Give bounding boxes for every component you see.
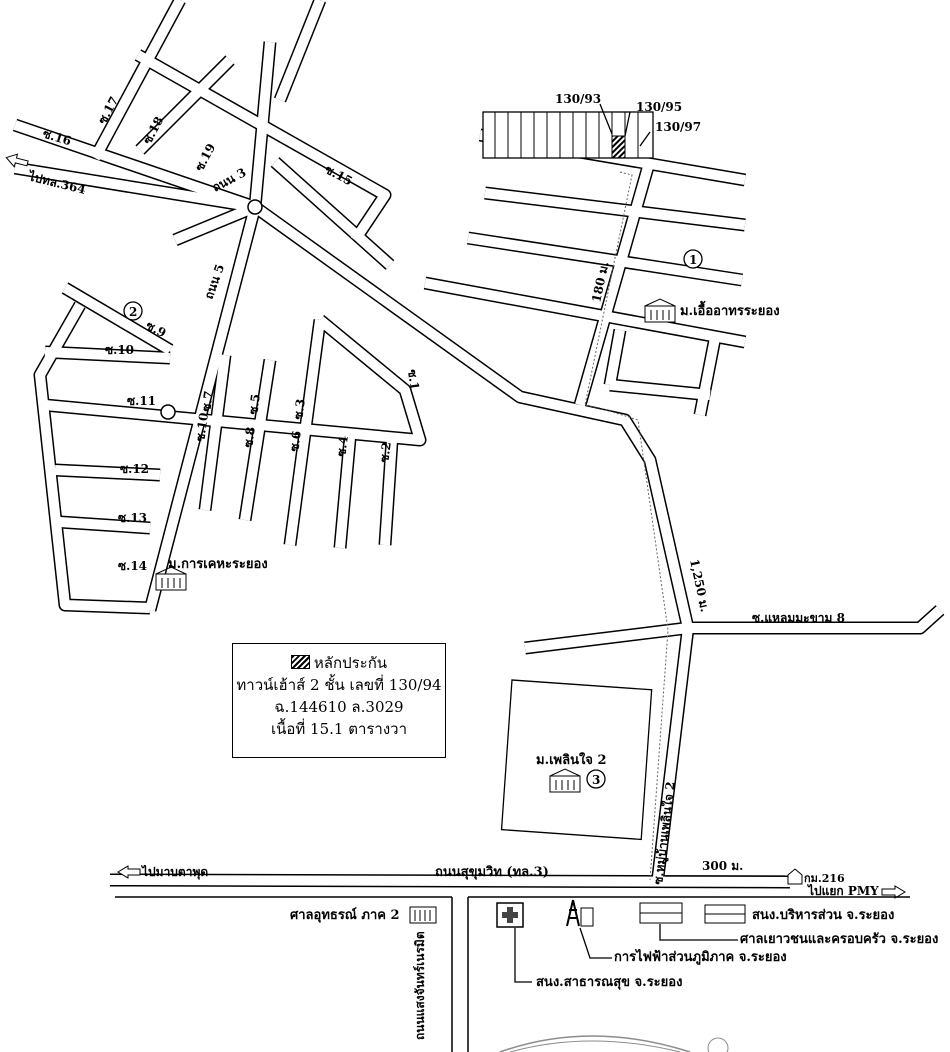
- marker-3: 3: [586, 769, 606, 789]
- label-soi8: ซ.8: [241, 426, 258, 448]
- label-soi13: ซ.13: [118, 511, 147, 525]
- label-soi10b: ซ.10: [193, 412, 211, 443]
- hospital-cross-icon: [496, 902, 524, 928]
- label-laem-makham: ซ.แหลมมะขาม 8: [752, 611, 845, 625]
- legend-line1: ทาวน์เฮ้าส์ 2 ชั้น เลขที่ 130/94: [236, 676, 442, 694]
- place-juvenile-court: ศาลเยาวชนและครอบครัว จ.ระยอง: [740, 932, 938, 947]
- label-soi4: ซ.4: [334, 435, 351, 457]
- parcel-label-130-95: 130/95: [636, 100, 682, 114]
- label-soi1: ซ.1: [405, 368, 422, 390]
- route-line: [584, 171, 669, 881]
- km-marker-icon: [787, 868, 803, 885]
- place-kehakarn: ม.การเคหะระยอง: [168, 557, 268, 572]
- building-icon: [549, 768, 581, 793]
- svg-text:3: 3: [592, 773, 600, 787]
- label-soi11: ซ.11: [127, 394, 156, 408]
- legend-line3: เนื้อที่ 15.1 ตารางวา: [270, 720, 408, 738]
- label-soi12: ซ.12: [120, 462, 149, 476]
- place-court2: ศาลอุทธรณ์ ภาค 2: [290, 907, 400, 923]
- label-soi2: ซ.2: [377, 441, 394, 463]
- building-icon: [409, 906, 437, 924]
- label-soi7: ซ.7: [199, 390, 216, 412]
- svg-text:1: 1: [689, 253, 697, 267]
- building-icon: [155, 566, 187, 591]
- label-village-road: ซ.หมู่บ้านเพลินใจ 2: [650, 781, 679, 886]
- arrow-right-icon: [881, 885, 906, 899]
- building-icon: [639, 902, 683, 924]
- parcel-label-130-97: 130/97: [655, 120, 701, 134]
- collateral-unit: [611, 135, 626, 159]
- place-health-office: สนง.สาธารณสุข จ.ระยอง: [536, 975, 682, 990]
- plot-ploenjai: [500, 679, 653, 841]
- legend-line2: ฉ.144610 ล.3029: [274, 698, 404, 716]
- place-ploenjai: ม.เพลินใจ 2: [536, 751, 607, 768]
- label-soi6: ซ.6: [287, 430, 304, 452]
- legend-box: หลักประกัน ทาวน์เฮ้าส์ 2 ชั้น เลขที่ 130…: [232, 643, 446, 758]
- label-soi10: ซ.10: [105, 343, 134, 357]
- place-euaarthorn: ม.เอื้ออาทรระยอง: [680, 300, 780, 319]
- label-sukhumvit: ถนนสุขุมวิท (ทล.3): [435, 865, 549, 880]
- arrow-left-icon: [117, 865, 141, 879]
- label-soi14: ซ.14: [118, 559, 147, 573]
- stamp-seal: [499, 1035, 691, 1052]
- label-soi19: ซ.19: [192, 141, 218, 173]
- hatch-swatch-icon: [290, 655, 310, 669]
- label-soi3: ซ.3: [291, 398, 308, 420]
- label-thanon3: ถนน 3: [210, 165, 249, 194]
- building-icon: [704, 904, 746, 924]
- label-soi5: ซ.5: [246, 393, 263, 415]
- label-chan-road: ถนนแสงจันทร์เนรมิต: [413, 931, 427, 1040]
- parcel-label-130-93: 130/93: [555, 92, 601, 106]
- distance-300m: 300 ม.: [702, 859, 743, 873]
- distance-1250m: 1,250 ม.: [687, 558, 712, 614]
- label-km216: กม.216: [804, 872, 845, 885]
- label-to-mabtaphut: ไปมาบตาพุด: [140, 864, 208, 880]
- power-tower-icon: [566, 899, 594, 927]
- label-to-pmy: ไปแยก PMY: [806, 883, 879, 898]
- building-icon: [644, 298, 676, 323]
- road-network: [12, 0, 945, 889]
- place-provincial-office: สนง.บริหารส่วน จ.ระยอง: [752, 908, 894, 923]
- arrow-left-icon: [5, 153, 29, 168]
- place-electricity: การไฟฟ้าส่วนภูมิภาค จ.ระยอง: [614, 948, 787, 965]
- legend-title: หลักประกัน: [313, 654, 388, 672]
- marker-2: 2: [123, 301, 143, 321]
- townhouse-row: [482, 111, 654, 159]
- label-thanon5: ถนน 5: [202, 262, 228, 301]
- marker-1: 1: [683, 249, 703, 269]
- svg-text:2: 2: [129, 305, 137, 319]
